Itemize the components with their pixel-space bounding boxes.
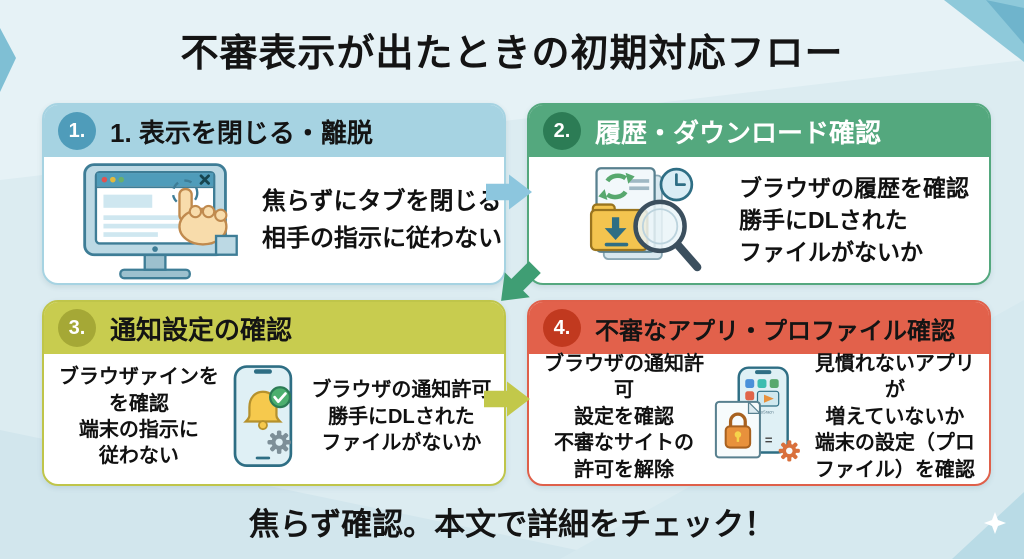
phone-tiny-label: VideoSracn (753, 409, 774, 414)
card4-line: 許可を解除 (573, 458, 674, 481)
card4-header: 4. 不審なアプリ・プロファイル確認 (529, 302, 989, 354)
card-history-download-check: 2. 履歴・ダウンロード確認 ブラウザの履歴を確認 勝手にDLされた ファイ (527, 103, 991, 285)
arrow-right-step3-to-step4-icon (484, 381, 530, 417)
card1-line: 相手の指示に従わない (262, 225, 502, 252)
card4-body: ブラウザの通知許可 設定を確認 不審なサイトの 許可を解除 VideoSracn… (529, 351, 989, 483)
card2-line: 勝手にDLされた (739, 206, 908, 233)
card4-line: 設定を確認 (573, 405, 674, 428)
card1-heading: 1. 表示を閉じる・離脱 (110, 117, 373, 148)
card3-line: 従わない (98, 445, 179, 468)
card1-header: 1. 1. 表示を閉じる・離脱 (44, 105, 504, 157)
card-notification-settings: 3. 通知設定の確認 ブラウザァインを を確認 端末の指示に 従わない (42, 300, 506, 486)
card3-line: ブラウザの通知許可 (311, 379, 492, 402)
card4-line: 端末の設定（プロ (814, 432, 975, 455)
card2-text: ブラウザの履歴を確認 勝手にDLされた ファイルがないか (739, 172, 969, 269)
card1-body: 焦らずにタブを閉じる 相手の指示に従わない (44, 157, 504, 283)
card4-line: 増えていないか (825, 405, 965, 428)
card4-line: 不審なサイトの (553, 432, 694, 455)
card2-line: ファイルがないか (739, 239, 923, 266)
card4-line: ファイル）を確認 (814, 458, 975, 481)
step-2-badge: 2. (543, 112, 581, 150)
phone-notification-bell-icon (233, 365, 292, 467)
history-download-search-icon (589, 167, 702, 272)
card3-line: を確認 (108, 392, 169, 415)
equals-sign: = (765, 432, 773, 447)
arrow-right-step1-to-step2-icon (486, 174, 532, 210)
card4-right-text: 見慣れないアプリが 増えていないか 端末の設定（プロ ファイル）を確認 (809, 351, 981, 483)
monitor-close-tab-icon (83, 163, 238, 280)
card4-line: ブラウザの通知許可 (543, 353, 704, 402)
card4-left-text: ブラウザの通知許可 設定を確認 不審なサイトの 許可を解除 (537, 351, 711, 483)
card1-line: 焦らずにタブを閉じる (262, 187, 502, 215)
card1-text: 焦らずにタブを閉じる 相手の指示に従わない (262, 183, 502, 257)
card4-line: 見慣れないアプリが (814, 353, 975, 402)
card2-body: ブラウザの履歴を確認 勝手にDLされた ファイルがないか (529, 157, 989, 283)
arrow-down-left-step2-to-step3-icon (501, 261, 541, 301)
card3-right-text: ブラウザの通知許可 勝手にDLされた ファイルがないか (307, 377, 496, 456)
card3-body: ブラウザァインを を確認 端末の指示に 従わない (44, 354, 504, 480)
footer-message: 焦らず確認。本文で詳細をチェック！ (248, 507, 776, 542)
step-1-badge: 1. (58, 112, 96, 150)
card3-left-text: ブラウザァインを を確認 端末の指示に 従わない (52, 364, 226, 470)
card3-line: ファイルがないか (321, 432, 482, 455)
card-close-and-leave: 1. 1. 表示を閉じる・離脱 (42, 103, 506, 285)
card2-heading: 履歴・ダウンロード確認 (595, 117, 882, 148)
sparkle-icon (984, 512, 1006, 534)
step-4-badge: 4. (543, 309, 581, 347)
card3-line: ブラウザァインを (58, 366, 219, 389)
card3-header: 3. 通知設定の確認 (44, 302, 504, 354)
card3-heading: 通知設定の確認 (110, 314, 293, 345)
phone-apps-profile-lock-icon: VideoSracn = (714, 366, 800, 462)
page-title: 不審表示が出たときの初期対応フロー (180, 33, 844, 75)
card4-heading: 不審なアプリ・プロファイル確認 (595, 317, 955, 345)
card3-line: 端末の指示に (78, 419, 199, 441)
card2-header: 2. 履歴・ダウンロード確認 (529, 105, 989, 157)
card-suspicious-apps-profile: 4. 不審なアプリ・プロファイル確認 ブラウザの通知許可 設定を確認 不審なサイ… (527, 300, 991, 486)
card3-line: 勝手にDLされた (328, 405, 475, 428)
step-3-badge: 3. (58, 309, 96, 347)
card2-line: ブラウザの履歴を確認 (739, 174, 969, 201)
